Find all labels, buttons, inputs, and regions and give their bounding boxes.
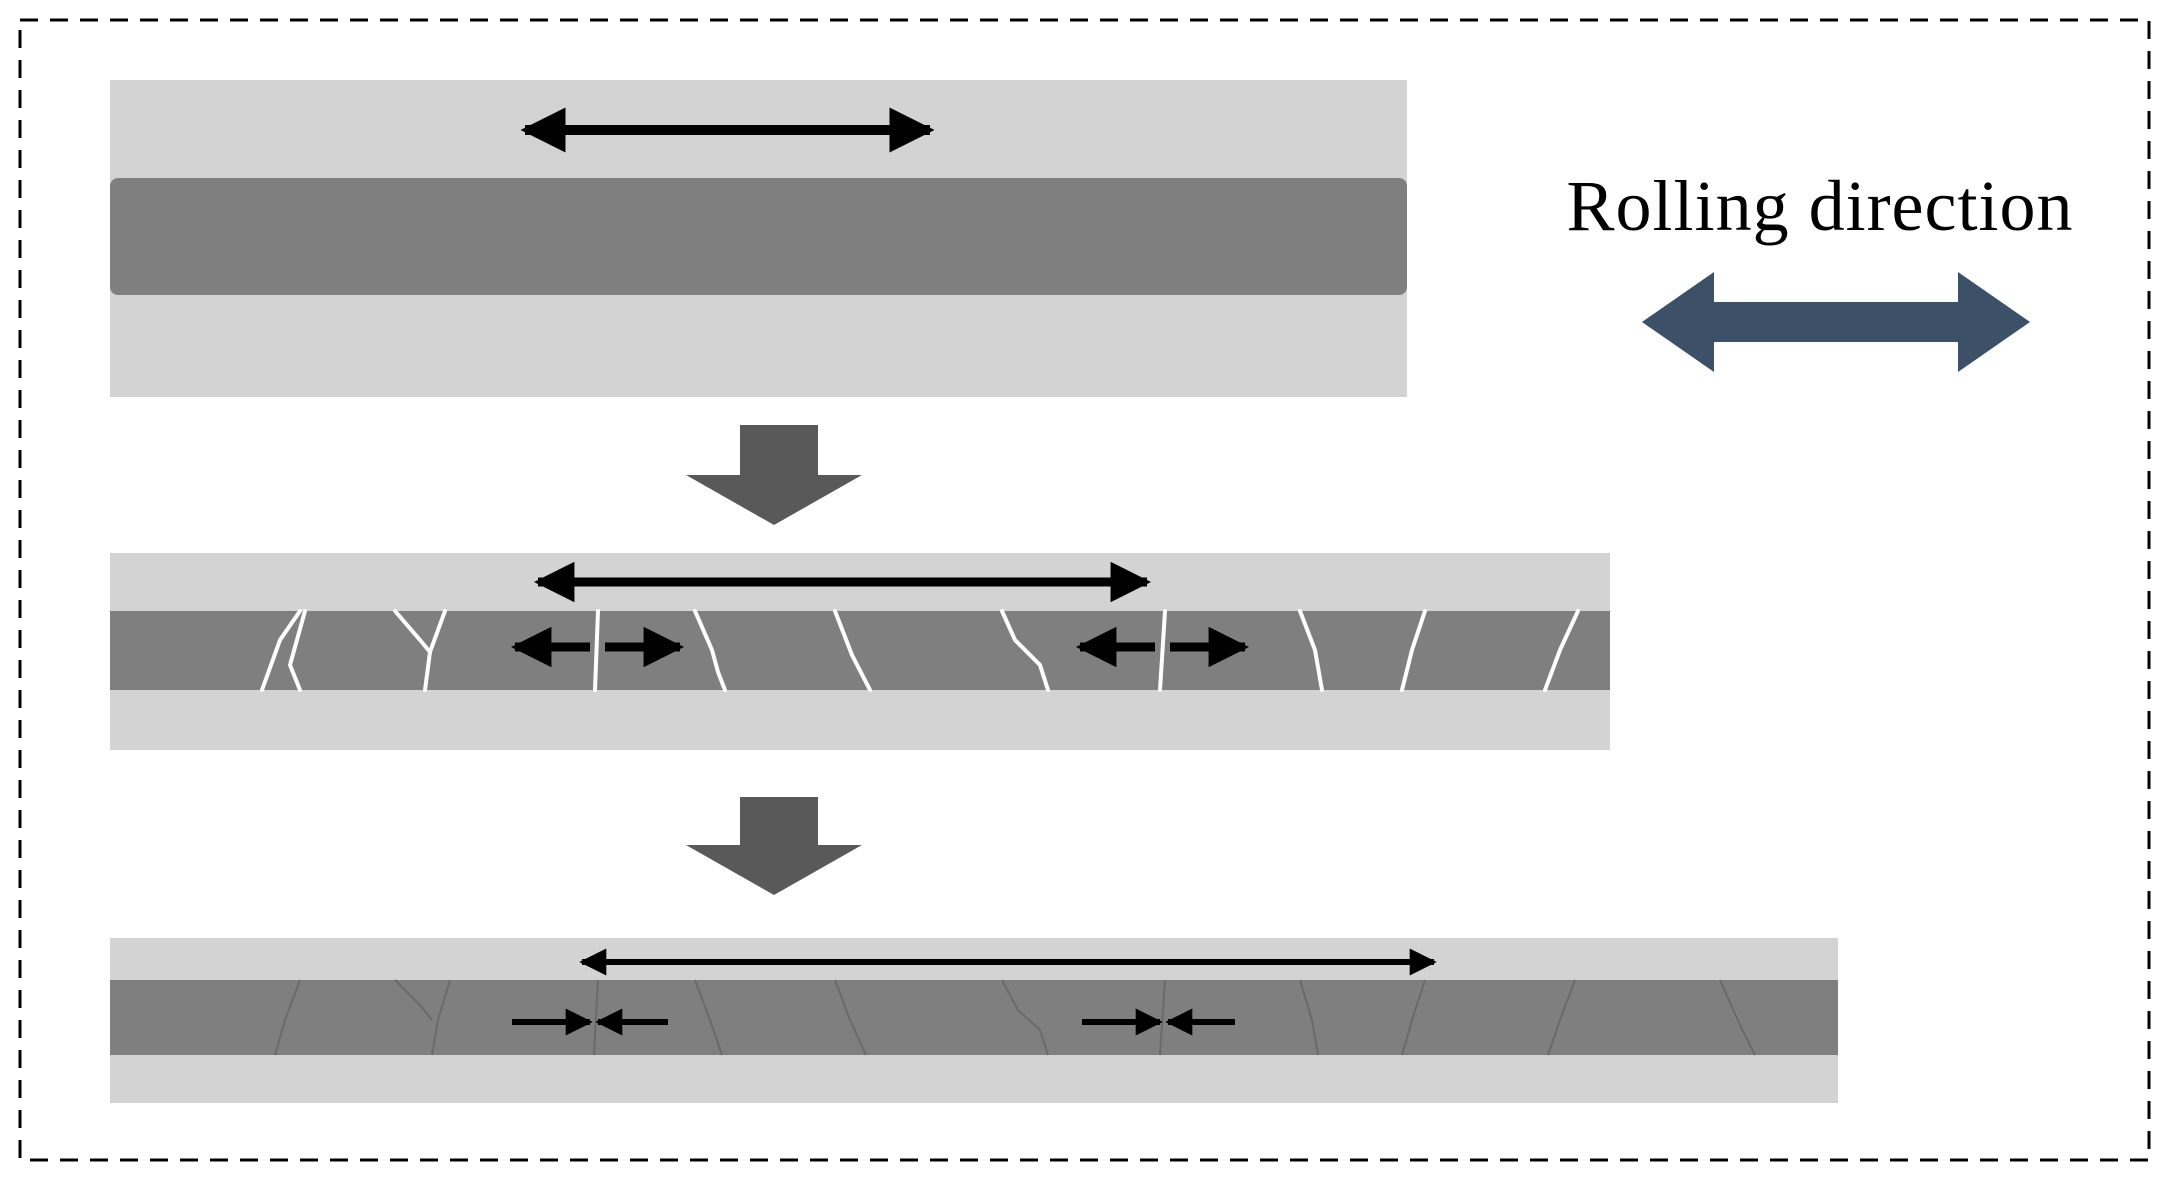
dashed-frame [18, 18, 2151, 1162]
crack-lines [260, 609, 1580, 692]
healed-crack-lines [274, 979, 1756, 1056]
down-arrow-icon [686, 797, 862, 895]
down-arrow-icon [686, 425, 862, 525]
rolling-direction-label: Rolling direction [1567, 166, 2074, 246]
core-layer [110, 178, 1407, 295]
core-layer [110, 611, 1610, 690]
stage-bonded [110, 938, 1838, 1103]
stage-initial [110, 80, 1407, 397]
stage-fractured [110, 553, 1610, 750]
rolling-direction-arrow-icon [1642, 272, 2030, 372]
core-layer [110, 980, 1838, 1055]
